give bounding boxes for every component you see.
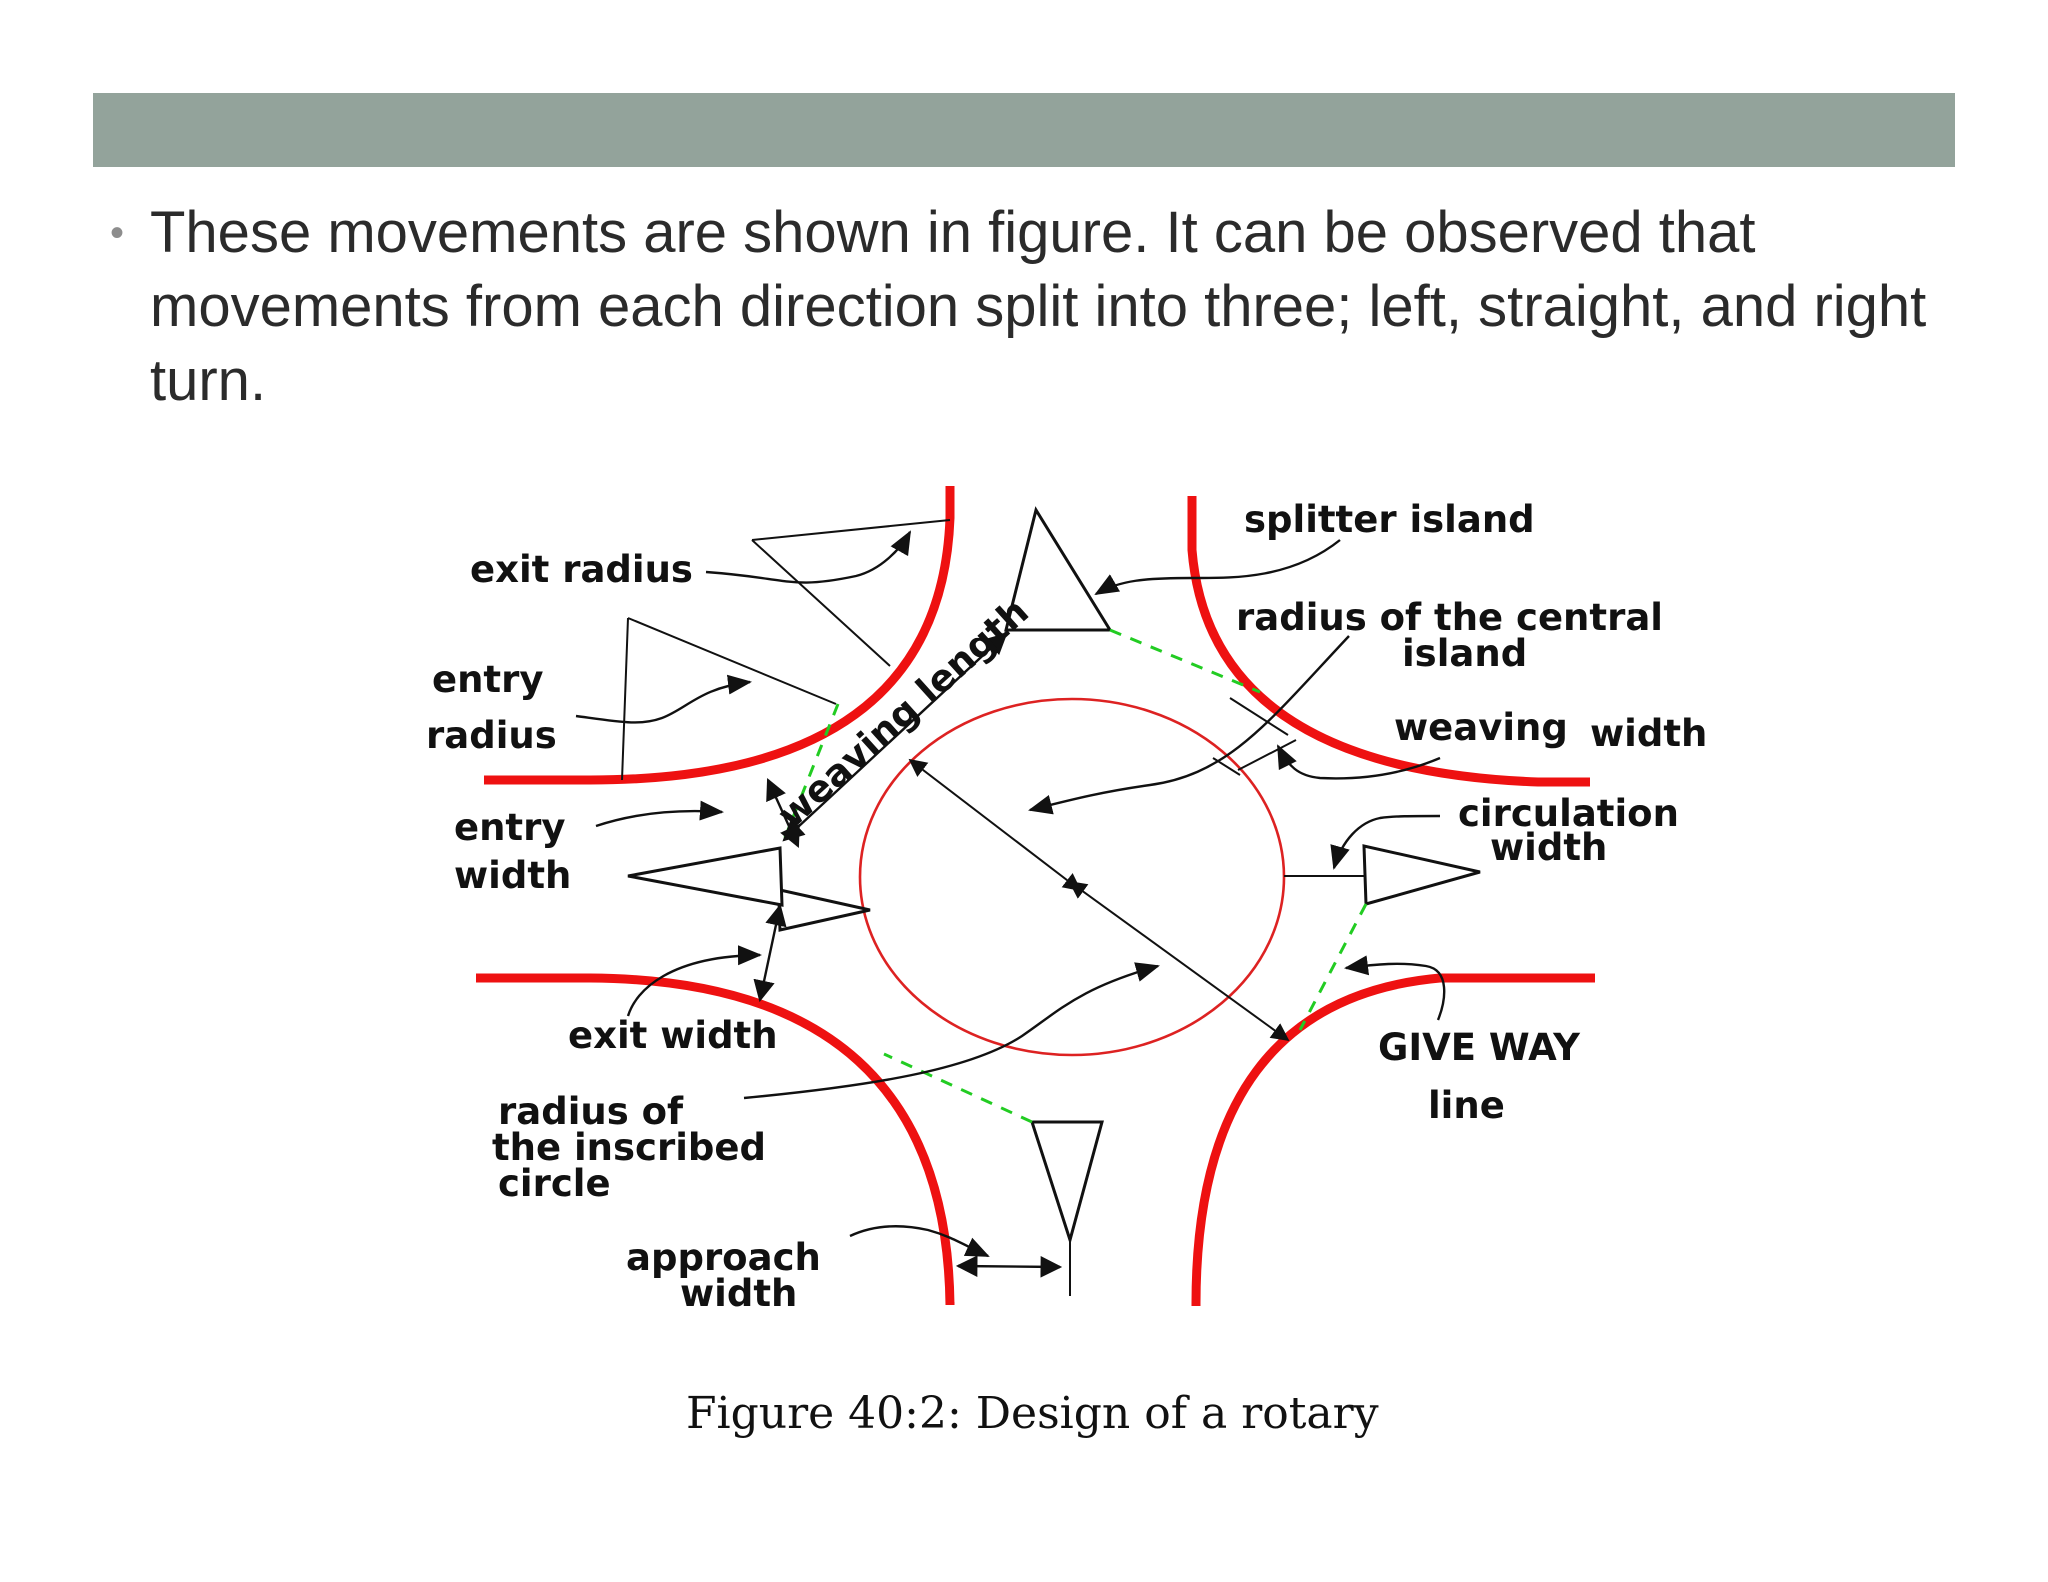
weaving-length-arrow [782,632,1008,842]
figure-caption: Figure 40:2: Design of a rotary [686,1388,1379,1439]
bullet-dot-icon: • [110,211,125,255]
exit-width-pointer [626,945,762,1017]
entry-radius-pointer [575,674,752,724]
label-entry-radius-2: radius [426,714,557,757]
splitter-island-right [1362,844,1481,906]
label-entry-radius-1: entry [432,658,544,701]
label-circulation-2: width [1490,826,1607,869]
give-way-top-right [1109,628,1261,694]
inscribed-pointer [743,962,1160,1100]
approach-pointer [849,1225,990,1258]
give-way-right [1298,903,1368,1031]
label-give-way-2: line [1428,1084,1505,1127]
kerb-bottom-right [1191,973,1595,1307]
label-inscribed-1: radius of [498,1090,684,1133]
entry-width-pointer [595,800,724,828]
exit-width-arrow [753,903,787,1003]
approach-width-arrow [955,1255,1063,1278]
give-way-pointer [1344,955,1446,1021]
entry-radius-construction [621,617,837,781]
label-give-way-1: GIVE WAY [1378,1026,1581,1069]
header-bar [93,93,1955,167]
label-central-2: island [1402,632,1527,675]
entry-width-arrow [766,778,800,848]
circulation-pointer [1330,814,1441,870]
give-way-bottom [883,1052,1033,1124]
weaving-width-ticks [1212,697,1297,776]
splitter-island-bottom [1029,1120,1104,1246]
label-circulation-1: circulation [1458,792,1679,835]
splitter-island-left-wedge [627,846,784,907]
label-inscribed-2: the inscribed [492,1126,766,1169]
label-approach-1: approach [626,1236,821,1279]
label-entry-width-2: width [454,854,571,897]
exit-radius-pointer [705,530,912,584]
label-splitter: splitter island [1244,498,1535,541]
label-weaving-width-2: width [1590,712,1707,755]
kerb-top-right [1187,496,1590,787]
rotary-figure: exit radius entry radius entry width exi… [410,470,1740,1480]
label-central-1: radius of the central [1236,596,1663,639]
bullet-text: These movements are shown in figure. It … [150,200,1927,413]
inscribed-diameter-arrow [908,758,1082,892]
label-entry-width-1: entry [454,806,566,849]
weaving-width-pointer [1276,744,1441,780]
label-inscribed-3: circle [498,1162,611,1205]
label-exit-width: exit width [568,1014,778,1057]
central-island-pointer [1028,635,1350,815]
inscribed-radius-arrow [1068,880,1290,1042]
label-exit-radius: exit radius [470,548,693,591]
splitter-island-top [1004,506,1113,632]
label-weaving-length: weaving length [769,590,1037,837]
label-weaving-width-1: weaving [1394,706,1568,749]
label-approach-2: width [680,1272,797,1315]
splitter-island-left [776,871,871,932]
splitter-pointer [1094,539,1341,596]
